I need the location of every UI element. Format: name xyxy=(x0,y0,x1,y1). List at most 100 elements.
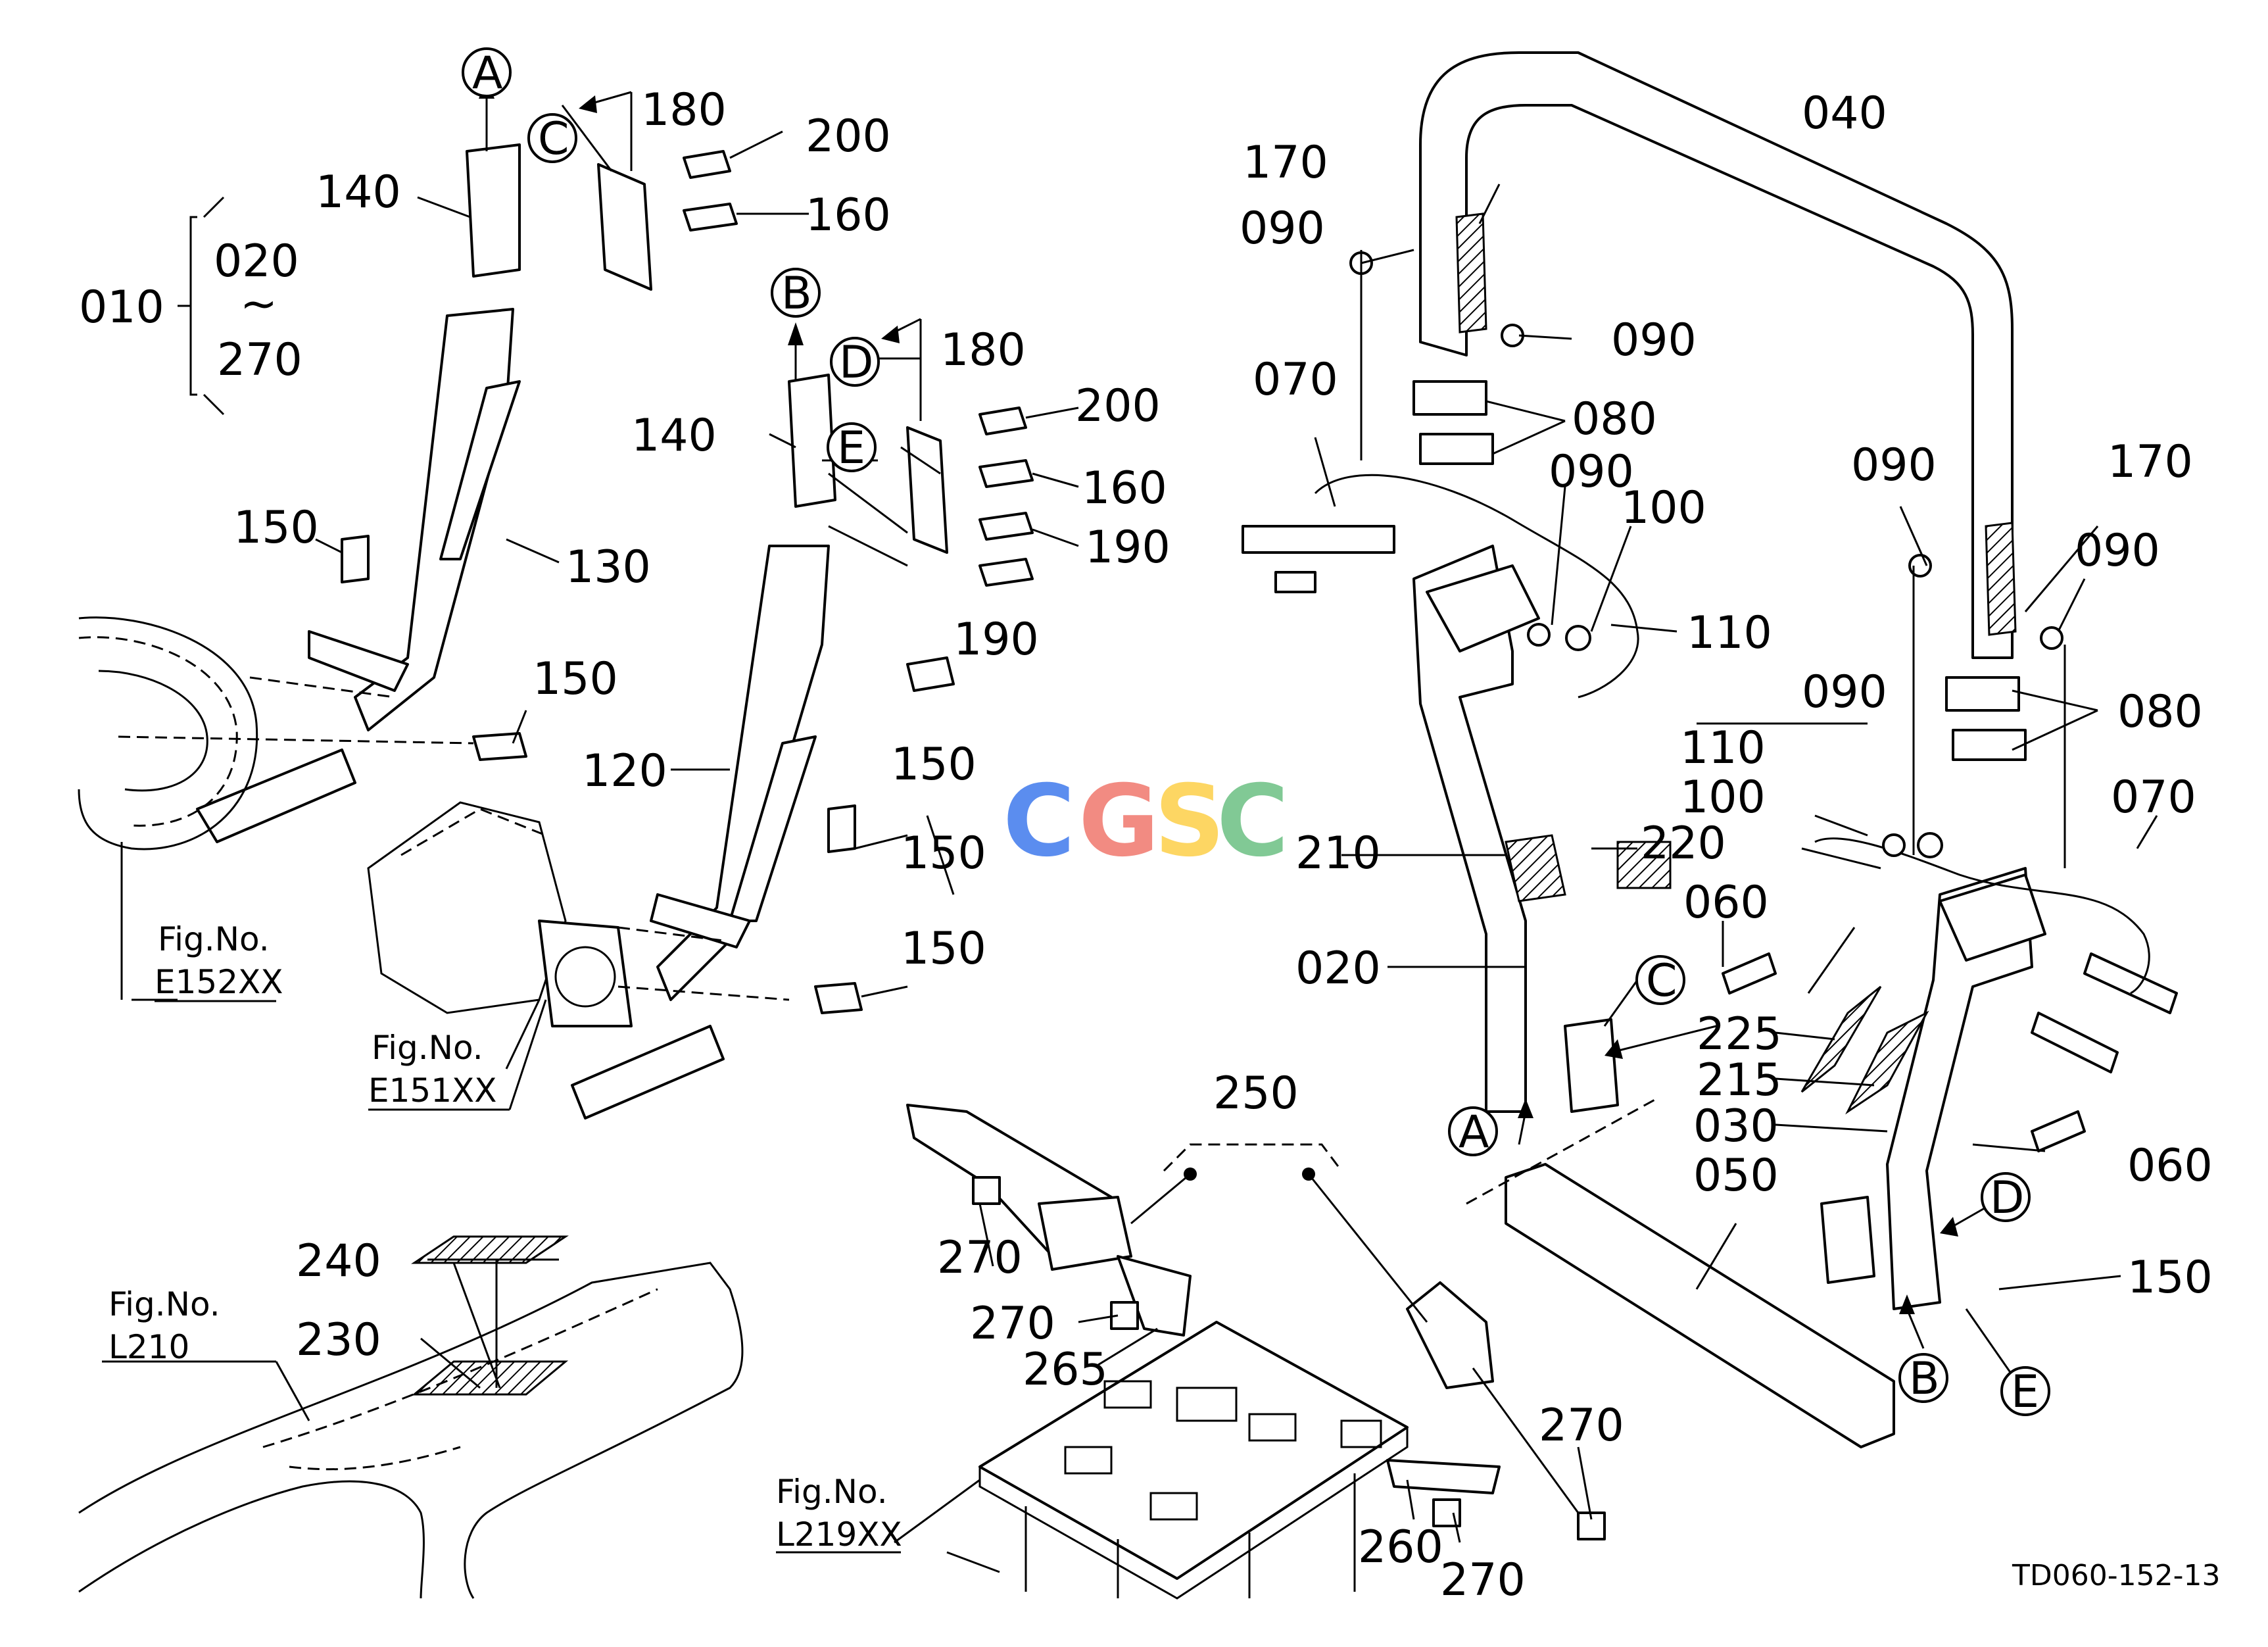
label-050: 050 xyxy=(1693,1150,1779,1202)
ref-b-right: B xyxy=(1898,1353,1948,1405)
fig-label-l210: Fig.No. xyxy=(109,1285,220,1323)
rops-post-030 xyxy=(1820,867,2046,1310)
label-180-left: 180 xyxy=(641,84,727,136)
label-270-b: 270 xyxy=(970,1298,1055,1350)
svg-text:E: E xyxy=(837,422,865,474)
svg-text:D: D xyxy=(1990,1172,2024,1224)
ref-e-right: E xyxy=(2000,1366,2050,1418)
label-220: 220 xyxy=(1641,818,1726,870)
svg-text:C: C xyxy=(1646,955,1677,1007)
label-100-left: 100 xyxy=(1621,482,1706,534)
left-rops-post-130 xyxy=(196,79,738,843)
label-070-left: 070 xyxy=(1253,354,1338,406)
seat-belt-assembly xyxy=(906,1104,1606,1540)
svg-text:C: C xyxy=(538,113,569,165)
label-210: 210 xyxy=(1295,827,1381,879)
fig-label-l219: Fig.No. xyxy=(776,1473,888,1511)
label-270-d: 270 xyxy=(1440,1554,1526,1606)
rops-arch-040 xyxy=(1419,51,2017,659)
label-110-left: 110 xyxy=(1687,607,1772,659)
label-270-c: 270 xyxy=(1539,1400,1624,1452)
label-090-f: 090 xyxy=(1802,666,1887,718)
label-240: 240 xyxy=(296,1235,381,1287)
label-170-right: 170 xyxy=(2108,436,2193,488)
label-130: 130 xyxy=(566,541,651,593)
svg-text:A: A xyxy=(472,47,503,99)
crossbar-050 xyxy=(1466,1097,1895,1448)
label-060-right: 060 xyxy=(2127,1140,2213,1192)
svg-text:A: A xyxy=(1459,1106,1489,1158)
label-150-right: 150 xyxy=(2127,1252,2213,1304)
axle-housing-e151 xyxy=(367,801,790,1027)
ref-e-mid: E xyxy=(827,422,877,474)
reference-callouts: A C B D E C A D B E xyxy=(462,47,2050,1418)
label-265: 265 xyxy=(1023,1344,1108,1396)
label-090-d: 090 xyxy=(1851,439,1937,491)
label-190-b: 190 xyxy=(953,614,1039,666)
label-080-left: 080 xyxy=(1572,393,1657,445)
svg-text:B: B xyxy=(1909,1353,1940,1405)
watermark-letter-2: G xyxy=(1078,764,1159,879)
label-tilde: ~ xyxy=(240,278,277,330)
fender-l210 xyxy=(78,1262,744,1599)
label-270-a: 270 xyxy=(937,1232,1023,1284)
label-090-a: 090 xyxy=(1240,203,1325,255)
label-010: 010 xyxy=(79,282,164,333)
label-080-right: 080 xyxy=(2117,686,2203,738)
watermark-letter-1: C xyxy=(1003,764,1075,879)
label-250: 250 xyxy=(1213,1068,1299,1119)
label-150-e: 150 xyxy=(901,923,986,975)
figure-references: Fig.No. E152XX Fig.No. E151XX Fig.No. L2… xyxy=(109,920,2220,1592)
label-140-mid: 140 xyxy=(631,410,717,462)
label-200-mid: 200 xyxy=(1075,380,1161,432)
ref-b-mid: B xyxy=(771,268,821,320)
label-070-right: 070 xyxy=(2111,772,2196,823)
watermark-letter-3: S xyxy=(1154,764,1225,879)
ref-a-top: A xyxy=(462,47,512,99)
label-020-range: 020 xyxy=(214,235,299,287)
label-120: 120 xyxy=(582,745,667,797)
fig-code-l219: L219XX xyxy=(776,1515,902,1554)
label-140-left: 140 xyxy=(316,166,401,218)
label-100-right: 100 xyxy=(1680,772,1766,823)
label-160-left: 160 xyxy=(806,189,891,241)
fig-label-e151: Fig.No. xyxy=(372,1029,483,1067)
watermark-letter-4: C xyxy=(1217,764,1289,879)
label-225: 225 xyxy=(1697,1008,1782,1060)
seat-frame-l219 xyxy=(946,1321,1409,1600)
label-180-mid: 180 xyxy=(940,324,1026,376)
fig-code-e151: E151XX xyxy=(368,1071,497,1110)
label-020: 020 xyxy=(1295,943,1381,995)
watermark: C G S C xyxy=(1003,764,1289,879)
label-200-left: 200 xyxy=(806,111,891,162)
middle-rops-post-120 xyxy=(571,322,1034,1119)
svg-text:D: D xyxy=(839,337,873,389)
label-030: 030 xyxy=(1693,1100,1779,1152)
fig-code-e152: E152XX xyxy=(155,963,283,1001)
fig-code-l210: L210 xyxy=(109,1328,189,1366)
label-190-a: 190 xyxy=(1085,522,1170,574)
svg-text:E: E xyxy=(2011,1366,2039,1418)
label-215: 215 xyxy=(1697,1054,1782,1106)
ref-a-right: A xyxy=(1448,1106,1498,1158)
label-090-e: 090 xyxy=(2075,525,2160,577)
ref-d-right: D xyxy=(1981,1172,2031,1224)
label-230: 230 xyxy=(296,1314,381,1366)
decals xyxy=(411,841,1929,1396)
drawing-code: TD060-152-13 xyxy=(2012,1559,2220,1592)
label-040: 040 xyxy=(1802,87,1887,139)
leader-lines xyxy=(102,91,2158,1544)
ref-c-top: C xyxy=(527,113,577,165)
svg-text:B: B xyxy=(781,268,812,320)
rops-post-020 xyxy=(1412,545,1619,1113)
part-labels: 010 020 ~ 270 140 180 200 160 150 130 15… xyxy=(79,84,2213,1606)
label-090-c: 090 xyxy=(1549,446,1634,498)
ref-c-right: C xyxy=(1635,955,1685,1007)
label-110-right: 110 xyxy=(1680,722,1766,774)
label-150-b: 150 xyxy=(533,653,618,705)
fig-label-e152: Fig.No. xyxy=(158,920,270,958)
label-150-a: 150 xyxy=(233,502,319,554)
label-150-c: 150 xyxy=(891,739,977,791)
label-270-range: 270 xyxy=(217,334,302,386)
